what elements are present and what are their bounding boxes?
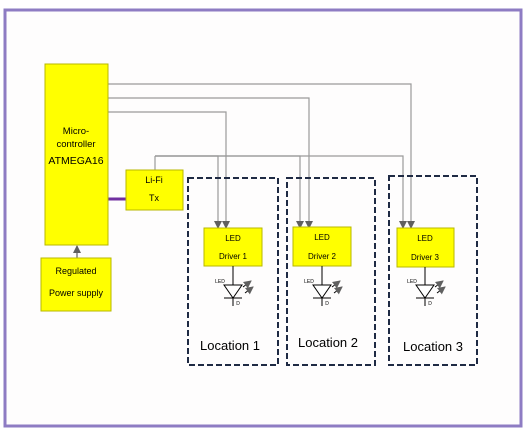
location-2-group: LED Driver 2 LED D Location 2 (286, 177, 376, 366)
led-driver-2-block (292, 226, 352, 267)
led-2-symbol (312, 266, 343, 306)
location-2-boundary (286, 177, 376, 366)
led-3-tag: LED (407, 279, 417, 285)
microcontroller-label-2: controller (56, 139, 95, 150)
power-supply-label-1: Regulated (55, 266, 96, 276)
location-3-group: LED Driver 3 LED D Location 3 (388, 175, 478, 366)
wire-to-driver-2 (108, 97, 313, 229)
led-driver-1-block (203, 227, 263, 267)
led-3-symbol (415, 267, 446, 306)
lifi-tx-label-2: Tx (149, 193, 159, 203)
led-1-tag: LED (215, 279, 225, 285)
led-driver-3-block (396, 227, 455, 268)
lifi-wire-to-driver-1 (155, 155, 222, 229)
location-2-label: Location 2 (298, 335, 358, 350)
led-driver-1-label-1: LED (225, 234, 241, 243)
location-3-boundary (388, 175, 478, 366)
led-driver-3-label-1: LED (417, 234, 433, 243)
led-1-symbol (223, 266, 254, 306)
lifi-tx-label-1: Li-Fi (145, 175, 163, 185)
wire-to-driver-3 (108, 83, 415, 229)
location-1-group: LED Driver 1 LED D Location 1 (187, 177, 279, 366)
lifi-tx-block: Li-Fi Tx (125, 169, 184, 211)
location-1-boundary (187, 177, 279, 366)
led-driver-1-label-2: Driver 1 (219, 252, 248, 261)
lifi-wires (154, 155, 407, 229)
power-supply-block: Regulated Power supply (40, 257, 112, 312)
led-driver-2-label-2: Driver 2 (308, 252, 337, 261)
led-1-d-tag: D (236, 301, 240, 307)
location-3-label: Location 3 (403, 339, 463, 354)
control-wires (108, 83, 415, 229)
power-supply-label-2: Power supply (49, 288, 104, 298)
wire-to-driver-1 (108, 111, 230, 229)
microcontroller-block: Micro- controller ATMEGA16 (44, 63, 109, 246)
led-2-tag: LED (304, 279, 314, 285)
led-driver-2-label-1: LED (314, 233, 330, 242)
led-3-d-tag: D (428, 301, 432, 307)
microcontroller-label-1: Micro- (63, 126, 89, 137)
location-1-label: Location 1 (200, 338, 260, 353)
led-2-d-tag: D (325, 301, 329, 307)
microcontroller-label-3: ATMEGA16 (48, 155, 103, 167)
led-driver-3-label-2: Driver 3 (411, 253, 440, 262)
